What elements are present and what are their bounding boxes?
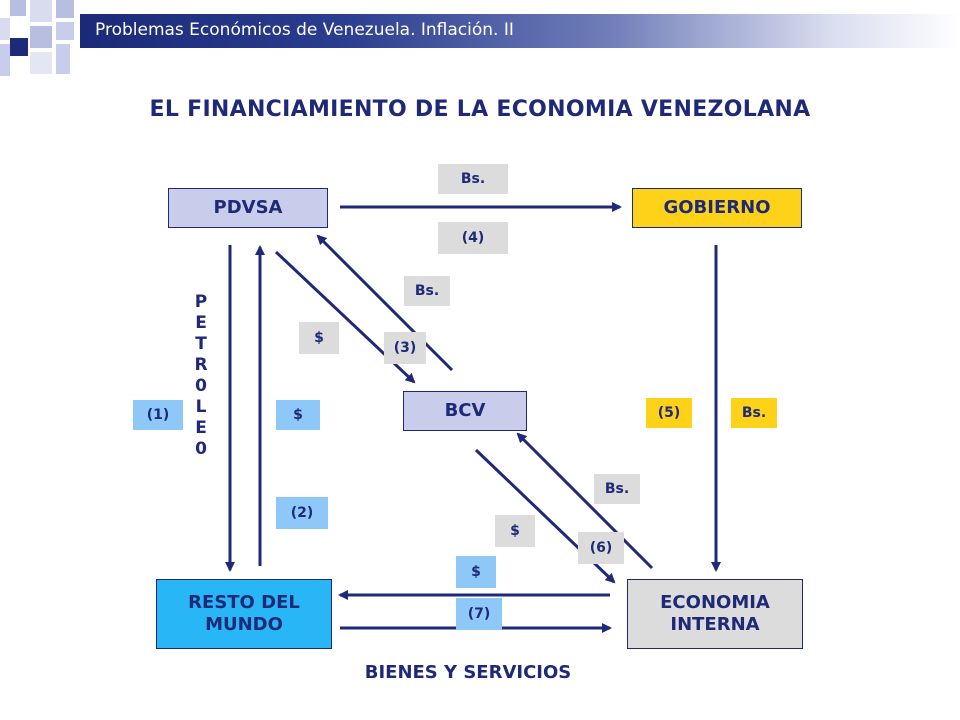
label-flow-6: (6) [578,532,624,564]
deco-square [10,0,26,16]
main-title: EL FINANCIAMIENTO DE LA ECONOMIA VENEZOL… [149,97,811,122]
node-pdvsa: PDVSA [168,188,328,228]
header-title: Problemas Económicos de Venezuela. Infla… [95,20,514,40]
label-flow-4: (4) [438,222,508,254]
label-bs-mid: Bs. [404,276,450,306]
petroleo-letter: L [195,397,207,417]
petroleo-letter: 0 [195,439,207,459]
label-dollar-d: $ [456,556,496,588]
label-flow-2: (2) [276,497,328,529]
label-bs-top: Bs. [438,164,508,194]
deco-square [30,26,52,48]
deco-square [56,0,74,18]
node-bcv-label: BCV [444,399,486,421]
arrow-economia-to-bcv [516,432,654,570]
node-bcv: BCV [403,391,527,431]
petroleo-letter: R [194,355,208,375]
footer-label: BIENES Y SERVICIOS [364,662,572,683]
label-bs-low: Bs. [594,474,640,504]
label-dollar-c: $ [495,515,535,547]
label-dollar-a: $ [299,322,339,354]
node-economia-line2: INTERNA [670,614,760,635]
deco-square [0,18,10,40]
label-dollar-b: $ [276,400,320,430]
node-gobierno: GOBIERNO [632,188,802,228]
label-flow-1: (1) [133,400,183,430]
petroleo-vertical-label: P E T R 0 L E 0 [186,292,216,460]
petroleo-letter: E [195,418,207,438]
node-pdvsa-label: PDVSA [213,196,283,218]
label-flow-7: (7) [456,598,502,630]
petroleo-letter: E [195,313,207,333]
node-resto-line1: RESTO DEL [188,591,300,613]
petroleo-letter: 0 [195,376,207,396]
label-flow-5: (5) [646,398,692,428]
arrow-bcv-to-pdvsa [316,234,454,372]
node-economia-line1: ECONOMIA [660,591,770,613]
header-bar [80,14,960,48]
deco-square [30,52,52,74]
deco-square [56,22,74,40]
deco-square [0,44,10,76]
node-gobierno-label: GOBIERNO [663,196,771,218]
node-resto-del-mundo: RESTO DEL MUNDO [156,579,332,649]
deco-square [30,0,52,22]
label-flow-3: (3) [384,332,426,364]
deco-square [56,44,70,74]
petroleo-letter: T [195,334,207,354]
node-resto-line2: MUNDO [205,614,283,635]
deco-square [10,38,28,56]
node-economia-interna: ECONOMIA INTERNA [627,579,803,649]
label-bs-right: Bs. [731,398,777,428]
petroleo-letter: P [194,292,208,312]
